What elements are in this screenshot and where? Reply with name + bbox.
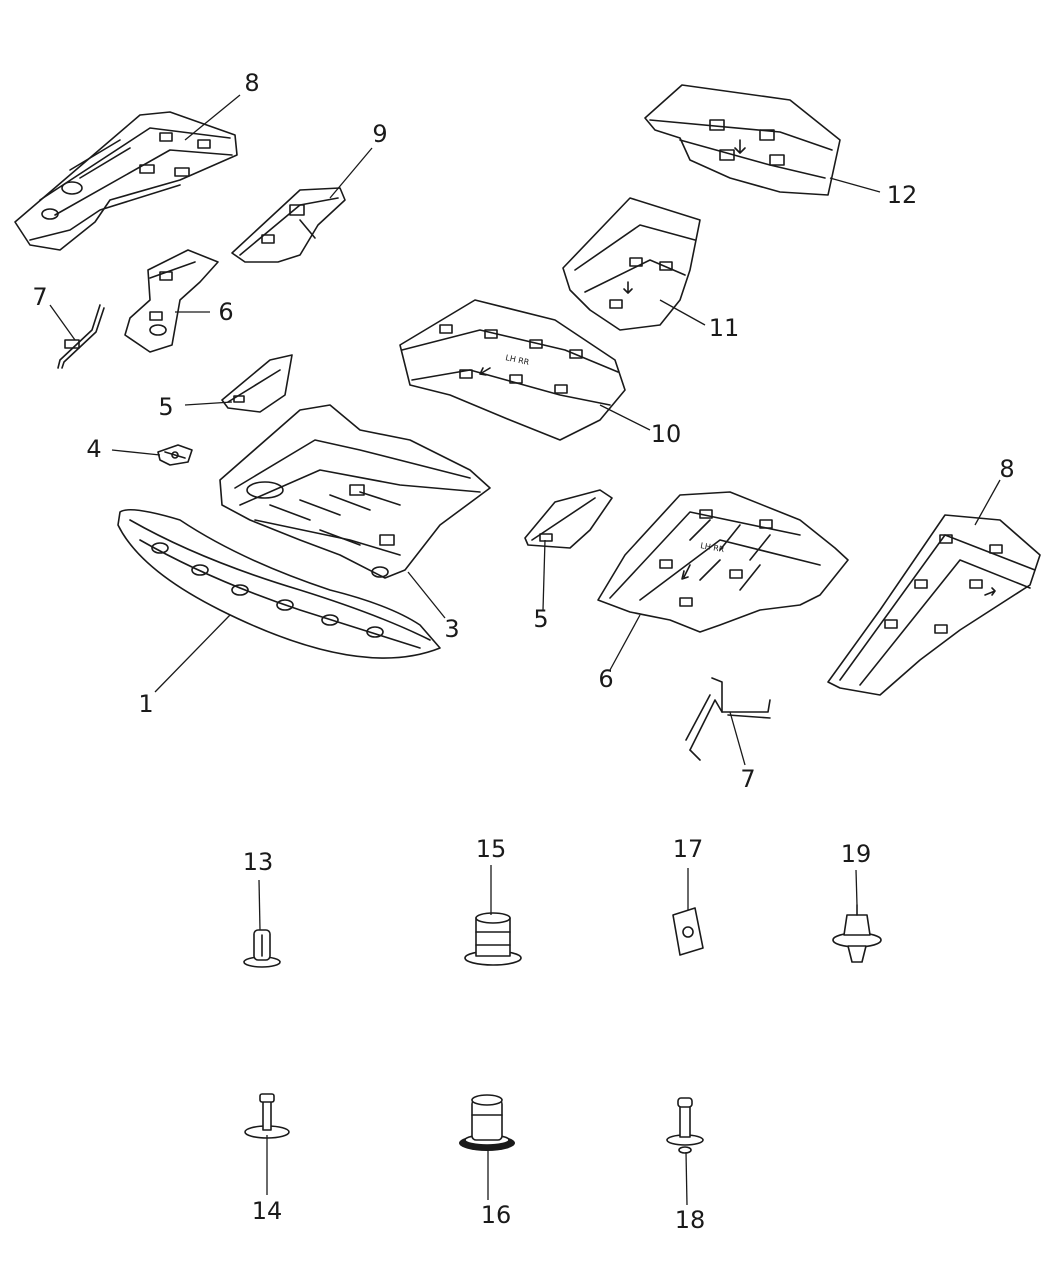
callout-6-left: 6	[218, 298, 233, 326]
part-5-deflector-right	[524, 489, 613, 549]
leader-6b	[609, 614, 641, 671]
part-11-mid-shield	[562, 197, 701, 331]
callout-15: 15	[476, 835, 507, 863]
callout-7-right: 7	[740, 765, 755, 793]
leader-5a	[184, 401, 233, 406]
part-19-fastener	[832, 904, 882, 963]
leader-11	[659, 299, 706, 326]
callout-5-left: 5	[158, 393, 173, 421]
part-6-rear-shield: LH RR	[597, 491, 849, 633]
panel6-marking: LH RR	[700, 541, 726, 554]
leader-5b	[542, 539, 546, 611]
leader-18	[685, 1151, 688, 1206]
part-4-clip	[157, 444, 193, 466]
part-7-bracket-left	[57, 304, 105, 369]
leader-8a	[184, 94, 241, 141]
leader-7a	[49, 304, 76, 341]
leader-19	[855, 869, 858, 906]
leader-1	[154, 614, 231, 693]
callout-8-right: 8	[999, 455, 1014, 483]
part-9-bracket	[231, 187, 346, 263]
callout-3: 3	[444, 615, 459, 643]
part-10-center-shield: LH RR	[399, 299, 626, 441]
callout-1: 1	[138, 690, 153, 718]
callout-5-right: 5	[533, 605, 548, 633]
part-6-brace-left	[124, 249, 219, 353]
callout-19: 19	[841, 840, 872, 868]
part-8-right-shield	[827, 514, 1041, 696]
leader-lines	[49, 94, 1001, 1206]
callout-17: 17	[673, 835, 704, 863]
callout-13: 13	[243, 848, 274, 876]
leader-8b	[974, 479, 1001, 526]
callout-11: 11	[709, 314, 740, 342]
part-8-left-shield	[14, 111, 238, 251]
leader-12	[829, 177, 881, 193]
part-12-rear-shield	[644, 84, 841, 196]
part-3-belly-pan	[219, 404, 491, 579]
part-17-fastener	[672, 907, 704, 956]
part-5-deflector-left	[221, 354, 293, 413]
part-18-fastener	[666, 1097, 704, 1154]
callout-labels: 8 9 12 7 6 11 5 10 4 8 3 5 6 1 7 13 15 1…	[32, 69, 1014, 1234]
callout-14: 14	[252, 1197, 283, 1225]
leader-4	[111, 449, 161, 456]
callout-7-left: 7	[32, 283, 47, 311]
part-16-fastener	[459, 1094, 515, 1151]
part-13-fastener	[243, 929, 281, 968]
callout-18: 18	[675, 1206, 706, 1234]
callout-8-left: 8	[244, 69, 259, 97]
callout-4: 4	[86, 435, 101, 463]
leader-13	[258, 879, 261, 931]
callout-16: 16	[481, 1201, 512, 1229]
callout-9: 9	[372, 120, 387, 148]
callout-12: 12	[887, 181, 918, 209]
part-14-fastener	[244, 1093, 290, 1139]
leader-9	[329, 147, 373, 199]
leader-10	[599, 404, 651, 431]
callout-6-right: 6	[598, 665, 613, 693]
part-7-bracket-right	[685, 677, 771, 761]
leader-7b	[729, 711, 746, 766]
callout-10: 10	[651, 420, 682, 448]
part-1-front-deflector	[117, 509, 441, 659]
part-15-fastener	[464, 912, 522, 966]
leader-3	[407, 571, 446, 619]
